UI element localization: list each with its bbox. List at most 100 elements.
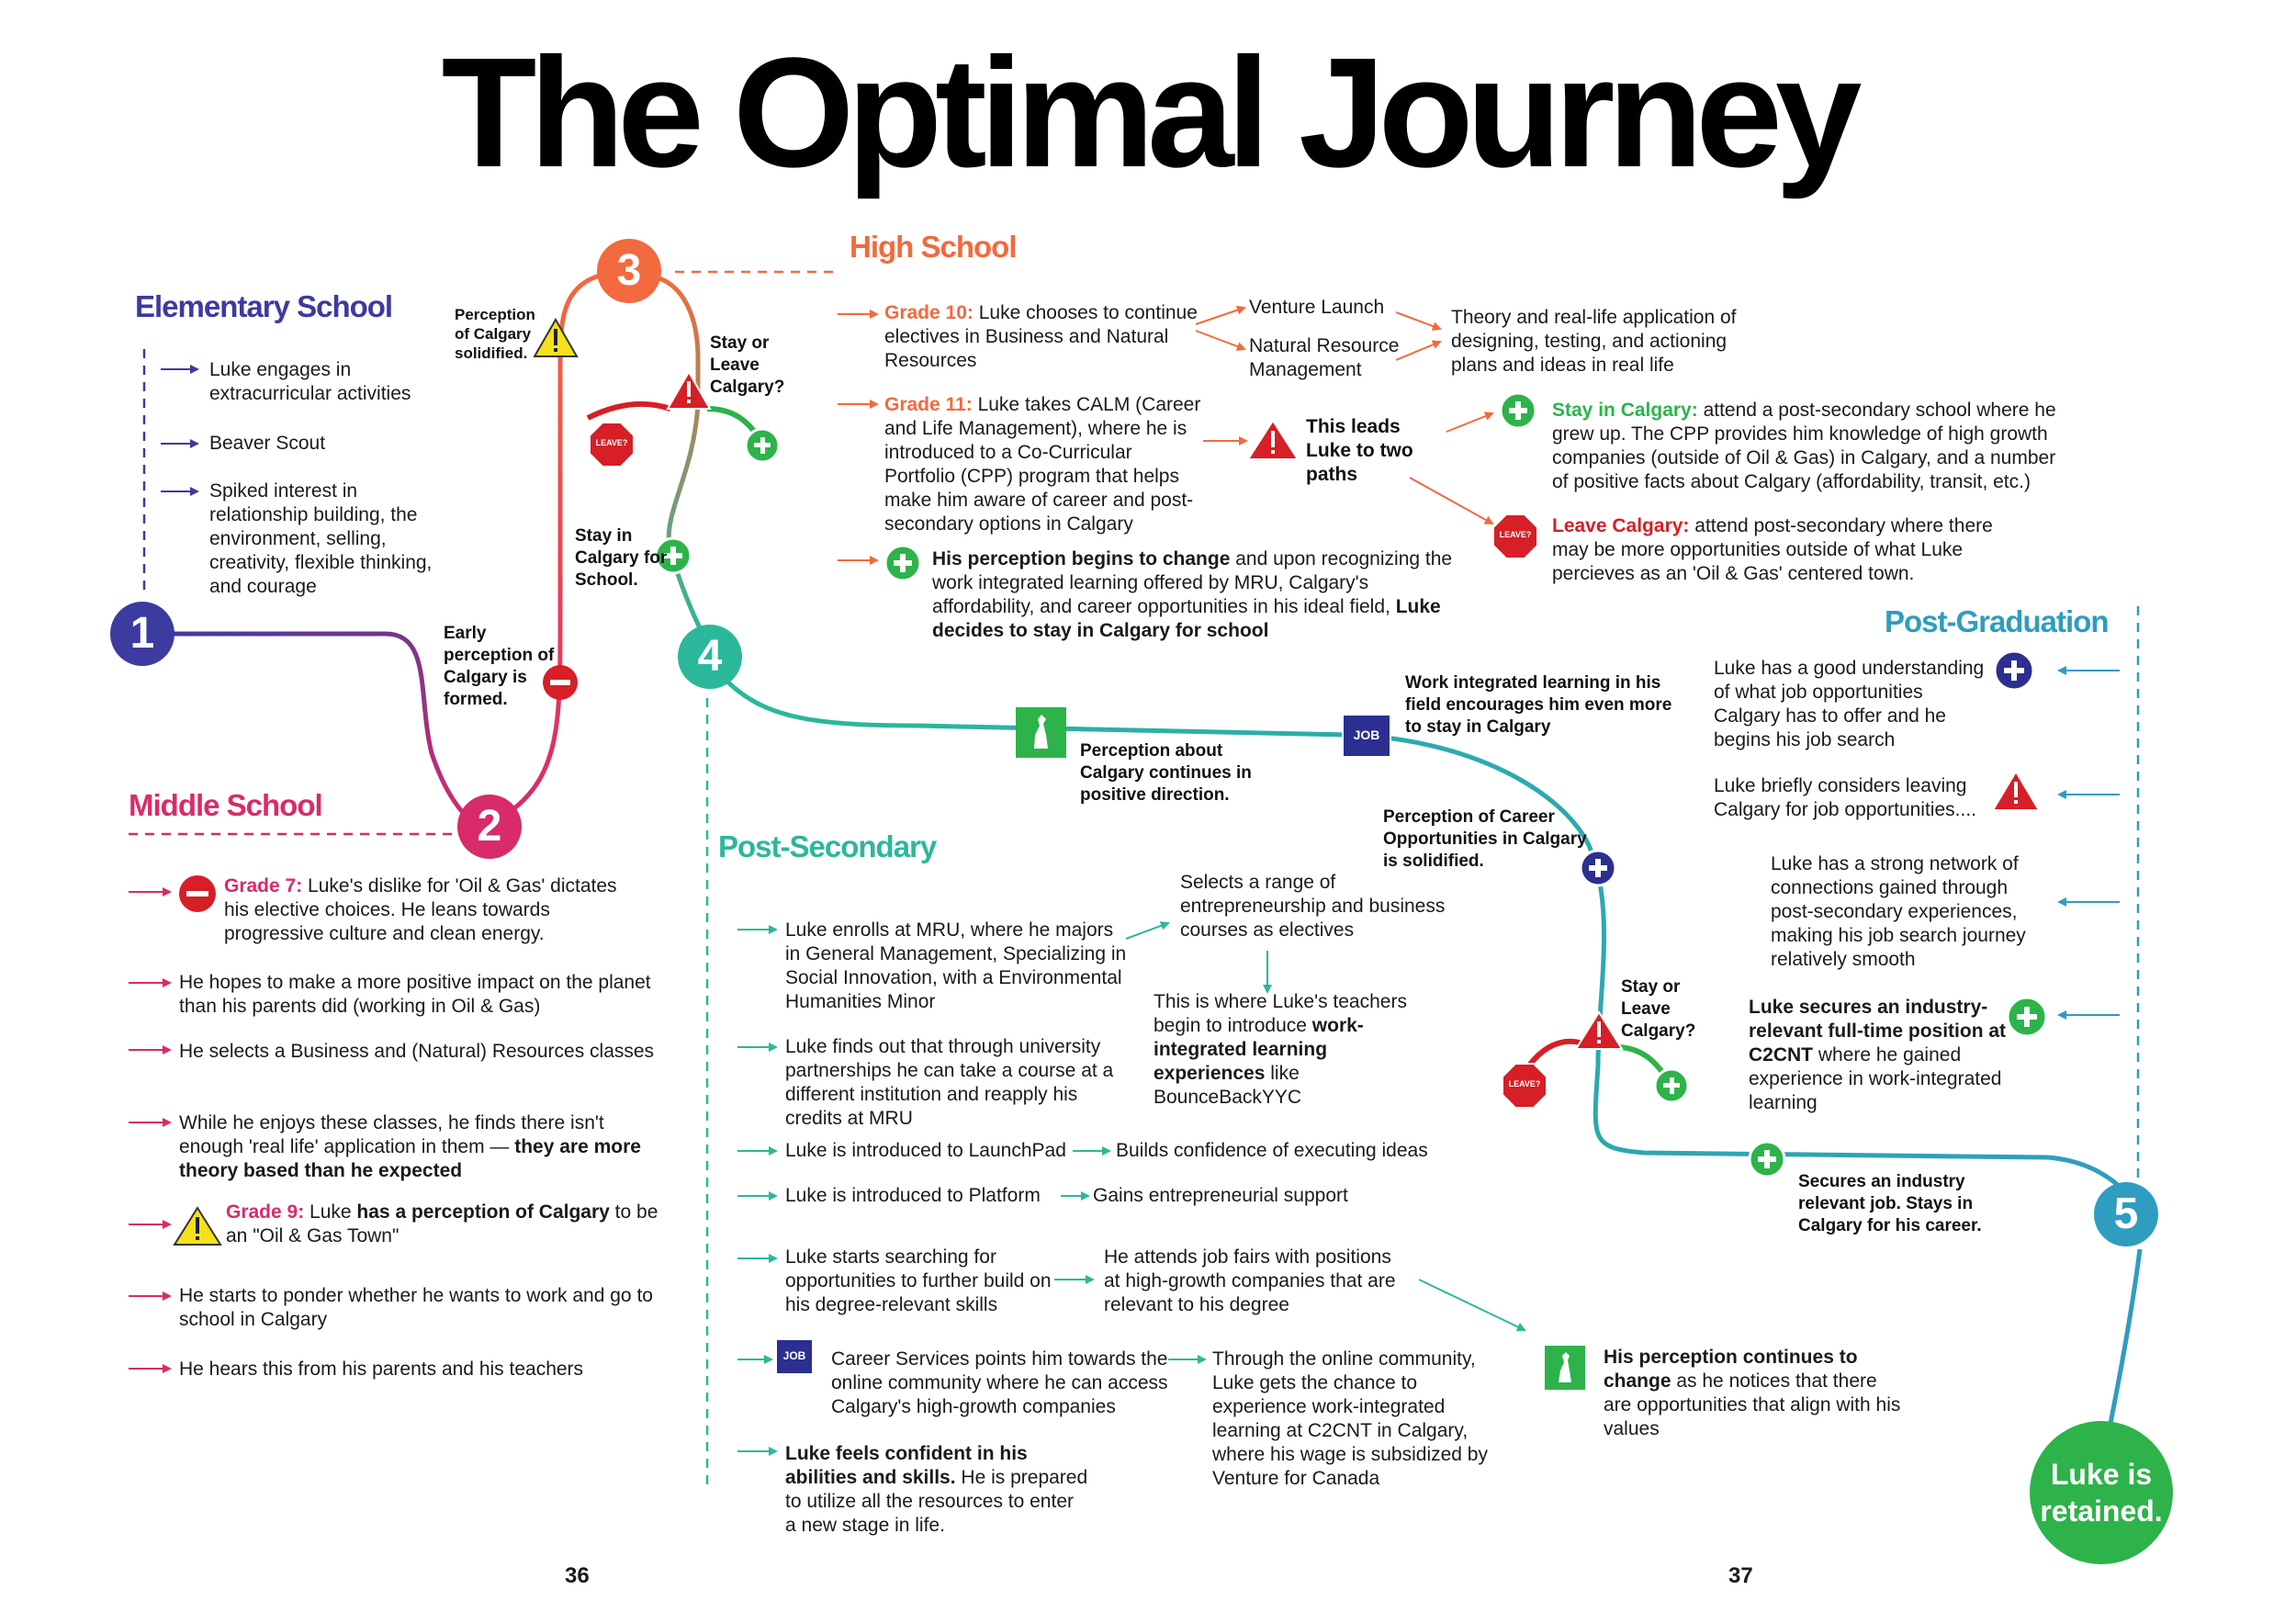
ps-teachers-b: work-integrated learning experiences (1154, 1015, 1364, 1084)
ps-job-fairs: He attends job fairs with positions at h… (1104, 1246, 1396, 1315)
grade9-c: to be an "Oil & Gas Town" (226, 1201, 658, 1246)
leave-branch-1 (586, 400, 671, 421)
plus-icon (1653, 1067, 1690, 1104)
ps-confident-a: Luke feels confident in his abilities an… (785, 1443, 1028, 1488)
perception-a: His perception begins to change (932, 548, 1231, 570)
leave-branch-2 (1526, 1038, 1581, 1067)
alert-icon (1574, 1010, 1624, 1050)
alert-icon (1991, 770, 2041, 811)
minus-icon (543, 665, 578, 700)
leave-badge-text: LEAVE? (1508, 1079, 1541, 1088)
stay-or-leave-label-2: Stay or Leave Calgary? (1621, 977, 1696, 1041)
plus-icon (1579, 849, 1617, 887)
plus-icon (1748, 1140, 1786, 1179)
ps-perception: His perception continues to change as he… (1604, 1346, 1907, 1441)
elementary-item: Luke engages in extracurricular activiti… (209, 359, 411, 404)
milestone-3: 3 (616, 246, 642, 295)
career-solidified-label: Perception of Career Opportunities in Ca… (1383, 807, 1587, 871)
pg-item: Luke secures an industry-relevant full-t… (1749, 996, 2015, 1115)
perception-change-text: His perception begins to change and upon… (932, 547, 1460, 643)
path-2-3 (512, 268, 625, 810)
grade7-label: Grade 7: (224, 875, 303, 897)
middle-item: He hopes to make a more positive impact … (179, 972, 651, 1017)
stay-text: attend a post-secondary school where he … (1552, 400, 2056, 492)
ps-platform: Luke is introduced to Platform (785, 1185, 1041, 1206)
arrow (1446, 412, 1494, 433)
ps-confident-b: He is prepared to utilize all the resour… (785, 1467, 1088, 1536)
middle-item4-b: they are more theory based than he expec… (179, 1136, 641, 1181)
milestone-4: 4 (697, 632, 723, 681)
grade9-a: Luke (310, 1201, 357, 1223)
path-3-4 (642, 273, 710, 645)
stay-for-school-label: Stay in Calgary for School. (575, 526, 668, 590)
plus-icon (744, 427, 781, 464)
middle-item: He selects a Business and (Natural) Reso… (179, 1041, 655, 1062)
grade9-label: Grade 9: (226, 1201, 305, 1223)
stay-label: Stay in Calgary: (1552, 400, 1698, 421)
leave-badge-text: LEAVE? (595, 438, 628, 447)
leave-calgary-text: Leave Calgary: attend post-secondary whe… (1552, 514, 2034, 586)
section-post-secondary: Post-Secondary (718, 829, 937, 863)
milestone-3-circle (597, 239, 661, 303)
pg-item4-a: Luke secures an industry-relevant full-t… (1749, 997, 2007, 1066)
ps-teachers-c: like BounceBackYYC (1154, 1063, 1302, 1108)
ps-launchpad: Luke is introduced to LaunchPad (785, 1140, 1066, 1161)
path-4-5 (724, 678, 2143, 1214)
grade11-text: Luke takes CALM (Career and Life Managem… (884, 394, 1201, 535)
ps-mru: Luke enrolls at MRU, where he majors in … (785, 919, 1127, 1012)
caution-icon (173, 1206, 222, 1246)
page-number-right: 37 (1728, 1563, 1753, 1588)
ps-launchpad-result: Builds confidence of executing ideas (1116, 1140, 1428, 1161)
ps-courses: Selects a range of entrepreneurship and … (1180, 872, 1446, 941)
ps-teachers: This is where Luke's teachers begin to i… (1154, 990, 1420, 1110)
leave-badge-text: LEAVE? (1499, 530, 1532, 539)
milestone-1-circle (110, 602, 174, 666)
stay-in-calgary-text: Stay in Calgary: attend a post-secondary… (1552, 399, 2066, 494)
milestone-4-circle (678, 625, 742, 689)
secures-job-label: Secures an industry relevant job. Stays … (1798, 1172, 1982, 1235)
ps-platform-result: Gains entrepreneurial support (1093, 1185, 1348, 1206)
alert-icon (666, 369, 712, 410)
middle-grade7: Grade 7: Luke's dislike for 'Oil & Gas' … (224, 874, 647, 946)
milestone-5: 5 (2113, 1190, 2139, 1238)
wil-encourages-label: Work integrated learning in his field en… (1405, 673, 1672, 737)
pg-item: Luke briefly considers leaving Calgary f… (1714, 775, 1976, 820)
plus-icon (1499, 391, 1537, 430)
section-high: High School (850, 230, 1017, 264)
ps-searching: Luke starts searching for opportunities … (785, 1246, 1052, 1315)
perception-positive-label: Perception about Calgary continues in po… (1080, 741, 1252, 805)
retained-label: Luke is retained. (2030, 1456, 2173, 1529)
arrow (1409, 477, 1494, 524)
leave-text: attend post-secondary where there may be… (1552, 515, 1993, 584)
retained-circle (2030, 1421, 2173, 1564)
grade11-label: Grade 11: (884, 394, 973, 415)
ps-perception-a: His perception continues to change (1604, 1347, 1858, 1392)
job-badge-icon (775, 1338, 814, 1375)
plus-icon (884, 544, 922, 582)
pg-item4-b: where he gained experience in work-integ… (1749, 1044, 2002, 1113)
perception-c: Luke decides to stay in Calgary for scho… (932, 596, 1441, 641)
grade10-label: Grade 10: (884, 302, 974, 323)
milestone-1: 1 (129, 609, 155, 658)
job-badge-text: JOB (1353, 727, 1380, 742)
stay-or-leave-label: Stay or Leave Calgary? (710, 333, 785, 397)
statue-icon (1016, 707, 1066, 758)
perception-b: and upon recognizing the work integrated… (932, 548, 1453, 617)
plus-icon (1993, 649, 2035, 692)
alert-icon (1246, 419, 1300, 460)
leave-label: Leave Calgary: (1552, 515, 1690, 536)
ps-confident: Luke feels confident in his abilities an… (785, 1442, 1088, 1538)
job-badge-icon (1342, 714, 1391, 758)
plus-icon (654, 536, 692, 575)
milestone-2-circle (457, 795, 522, 859)
arrow (1195, 330, 1246, 351)
arrow (1418, 1279, 1526, 1332)
two-paths-label: This leads Luke to two paths (1306, 416, 1413, 485)
milestone-5-circle (2094, 1182, 2158, 1246)
section-post-graduation: Post-Graduation (1885, 604, 2110, 638)
middle-item: He hears this from his parents and his t… (179, 1359, 584, 1380)
pg-item: Luke has a strong network of connections… (1771, 853, 2026, 970)
middle-item: He starts to ponder whether he wants to … (179, 1285, 653, 1330)
perception-solidified-label: Perception of Calgary solidified. (455, 306, 535, 362)
